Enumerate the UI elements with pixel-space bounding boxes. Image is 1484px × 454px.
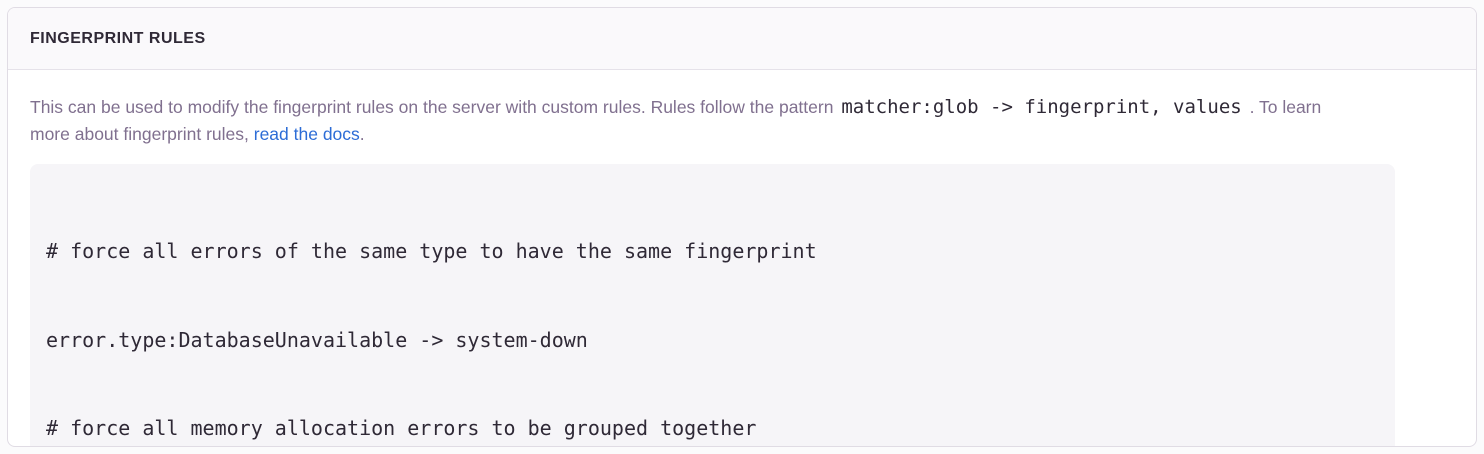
description-segment-middle: . To learn more about fingerprint rules, <box>30 97 1322 144</box>
panel-title: FINGERPRINT RULES <box>30 29 206 47</box>
description-segment-after: . <box>359 124 365 144</box>
example-rule-line: # force all errors of the same type to h… <box>46 239 817 263</box>
read-the-docs-link[interactable]: read the docs <box>253 124 360 144</box>
fingerprint-rules-panel: FINGERPRINT RULES This can be used to mo… <box>7 7 1477 447</box>
example-rule-line: error.type:DatabaseUnavailable -> system… <box>46 327 588 352</box>
pattern-inline-code: matcher:glob -> fingerprint, values <box>841 96 1242 118</box>
description-text: This can be used to modify the fingerpri… <box>30 94 1365 148</box>
panel-header: FINGERPRINT RULES <box>8 8 1476 70</box>
description-segment-before: This can be used to modify the fingerpri… <box>30 97 834 117</box>
example-rules-block: # force all errors of the same type to h… <box>30 164 1395 446</box>
example-rule-line: # force all memory allocation errors to … <box>46 416 757 440</box>
panel-body: This can be used to modify the fingerpri… <box>8 70 1476 446</box>
